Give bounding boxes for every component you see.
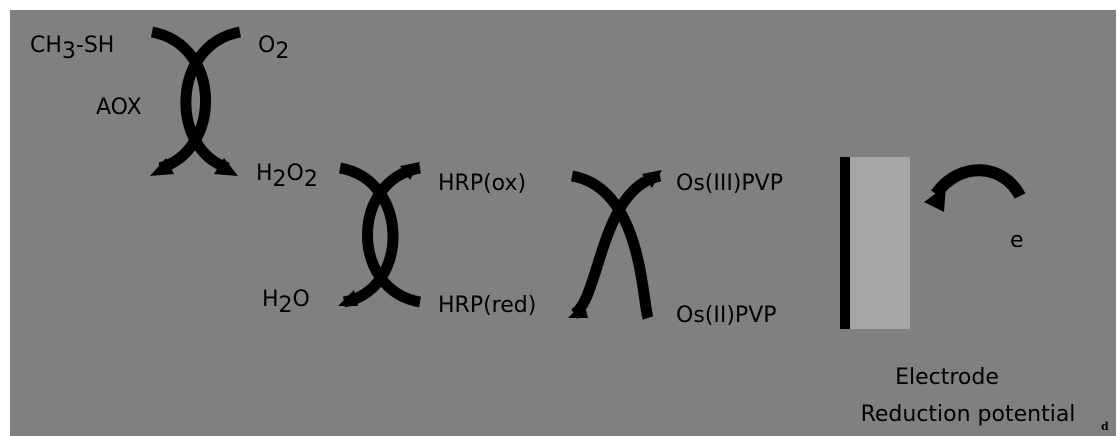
os-arrowhead-top xyxy=(642,170,662,188)
electrode-surface-line xyxy=(840,157,850,329)
aox-arrowhead-left xyxy=(150,158,174,176)
reduction-potential-label: Reduction potential xyxy=(861,402,1076,427)
hrp-arrowhead-bottom xyxy=(338,290,358,306)
electron-label: e xyxy=(1010,228,1024,253)
os-arrowhead-bottom xyxy=(568,302,588,318)
diagram-background xyxy=(10,10,1116,436)
aox-reaction-arrows xyxy=(150,26,242,174)
hrp-arrowhead-top xyxy=(400,162,420,180)
hrp-red-label: HRP(red) xyxy=(438,293,536,318)
electron-arrow xyxy=(931,164,1026,200)
h2o2-label: H2O2 xyxy=(256,161,318,192)
o2-label: O2 xyxy=(258,33,289,64)
corner-mark: d xyxy=(1101,420,1109,433)
h2o-label: H2O xyxy=(262,287,310,318)
aox-enzyme-label: AOX xyxy=(96,95,142,120)
os2-label: Os(II)PVP xyxy=(676,303,777,328)
electron-arrowhead xyxy=(924,186,946,212)
hrp-ox-label: HRP(ox) xyxy=(438,171,526,196)
electrode-label: Electrode xyxy=(895,365,999,390)
ch3sh-label: CH3-SH xyxy=(30,33,114,64)
hrp-reaction-arrows xyxy=(338,162,422,308)
os3-label: Os(III)PVP xyxy=(676,171,783,196)
aox-arrowhead-right xyxy=(214,158,238,176)
electrode-body xyxy=(850,157,910,329)
